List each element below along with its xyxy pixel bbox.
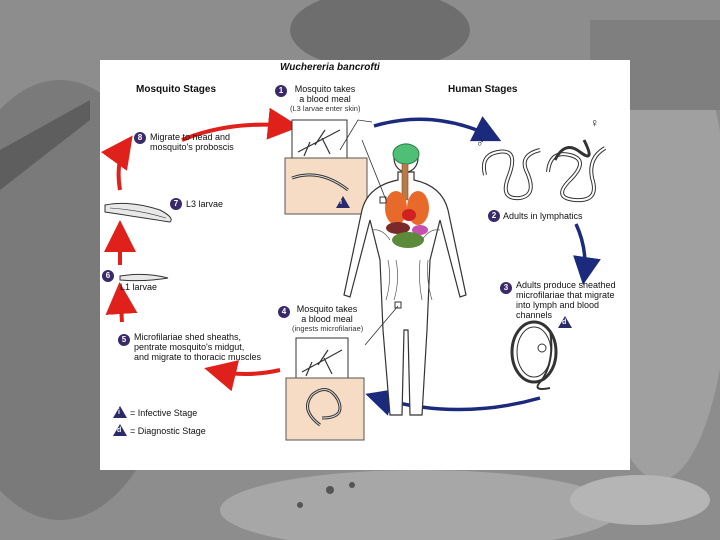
arrow-1-to-2: [373, 116, 502, 142]
female-symbol: ♀: [590, 116, 599, 130]
stage-3-label: Adults produce sheathed microfilariae th…: [516, 280, 616, 320]
diagram-graphics: [100, 107, 607, 441]
arrow-5-to-6: [105, 282, 138, 323]
stomach-icon: [412, 225, 428, 235]
larva-inset-1: [284, 157, 368, 215]
arrow-8-to-1: [181, 107, 300, 142]
infective-stage-marker: i: [336, 196, 350, 208]
legend-diagnostic-label: = Diagnostic Stage: [130, 426, 206, 436]
adult-worms: [481, 139, 607, 203]
stage-8-badge: 8: [134, 132, 146, 144]
arrow-7-to-8: [100, 135, 133, 191]
stage-3-badge: 3: [500, 282, 512, 294]
microfilaria-inset-4: [285, 377, 365, 441]
lungs-icon: [385, 191, 407, 225]
l3-larva: [104, 202, 172, 223]
microfilaria-coil: [510, 320, 558, 390]
stage-5-badge: 5: [118, 334, 130, 346]
stage-2-badge: 2: [488, 210, 500, 222]
stage-1-label: Mosquito takes a blood meal (L3 larvae e…: [290, 84, 361, 113]
legend-infective-label: = Infective Stage: [130, 408, 198, 418]
legend-diagnostic-symbol: d: [117, 427, 122, 434]
legend-diagnostic-triangle: [113, 424, 127, 436]
stage-1-badge: 1: [275, 85, 287, 97]
diagram-title: Wuchereria bancrofti: [280, 62, 380, 73]
legend-infective-triangle: [113, 406, 127, 418]
l1-larva: [119, 273, 169, 282]
header-human-stages: Human Stages: [448, 84, 518, 95]
heart-icon: [402, 209, 416, 221]
liver-icon: [386, 222, 410, 234]
stage-7-badge: 7: [170, 198, 182, 210]
male-symbol: ♂: [476, 136, 485, 150]
brain-icon: [392, 143, 420, 165]
stage-4-label: Mosquito takes a blood meal (ingests mic…: [292, 304, 364, 333]
intestines-icon: [392, 232, 424, 248]
stage-6-label: L1 larvae: [120, 282, 158, 292]
arrow-4-to-5: [204, 360, 281, 392]
stage-8-label: Migrate to head and mosquito's proboscis: [150, 132, 234, 152]
diagnostic-stage-marker: d: [558, 316, 572, 328]
stage-4-badge: 4: [278, 306, 290, 318]
stage-7-label: L3 larvae: [186, 199, 224, 209]
stage-2-label: Adults in lymphatics: [503, 211, 583, 221]
stage-6-badge: 6: [102, 270, 114, 282]
lifecycle-diagram: Wuchereria bancrofti Mosquito Stages Hum…: [100, 60, 630, 470]
arrow-2-to-3: [573, 223, 601, 285]
legend-infective-symbol: i: [118, 409, 120, 416]
stage-5-label: Microfilariae shed sheaths, pentrate mos…: [134, 332, 262, 362]
header-mosquito-stages: Mosquito Stages: [136, 84, 217, 95]
